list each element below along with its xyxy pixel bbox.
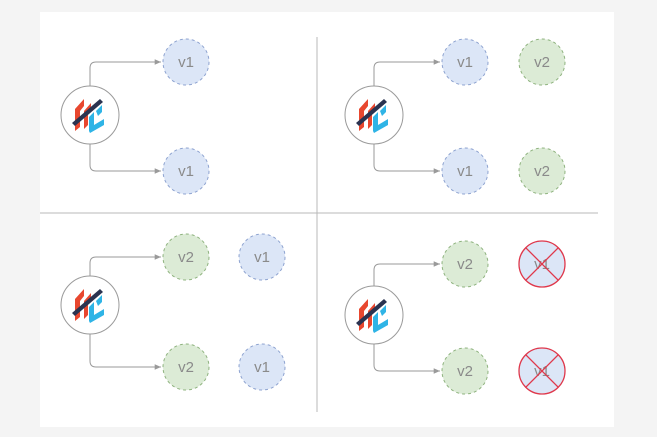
- router-logo-ring: [344, 85, 404, 145]
- service-node-v2: v2: [441, 347, 489, 395]
- cross-line: [524, 246, 560, 282]
- diagram-canvas: v1 v1 v1 v2 v1 v2 v2 v1 v2 v1 v2 v1 v2 v1: [40, 12, 614, 427]
- route-arrow: [89, 144, 161, 174]
- removed-ring: [518, 240, 566, 288]
- node-label: v1: [457, 54, 473, 71]
- service-node-v2: v2: [162, 233, 210, 281]
- node-label: v2: [178, 359, 194, 376]
- node-label: v1: [178, 54, 194, 71]
- router-logo-icon: [356, 299, 388, 333]
- service-node-v1: v1: [238, 233, 286, 281]
- service-node-v1: v1: [162, 147, 210, 195]
- route-arrow: [89, 59, 161, 86]
- service-node-v2: v2: [518, 38, 566, 86]
- node-label: v1: [457, 163, 473, 180]
- cross-line: [524, 353, 560, 389]
- route-arrow: [373, 261, 440, 286]
- node-label: v1: [254, 359, 270, 376]
- router-logo-icon: [72, 289, 104, 323]
- router-logo-icon: [72, 99, 104, 133]
- service-node-v1-removed: v1: [518, 347, 566, 395]
- node-label: v2: [534, 54, 550, 71]
- route-arrow: [89, 254, 161, 276]
- deployment-diagram: v1 v1 v1 v2 v1 v2 v2 v1 v2 v1 v2 v1 v2 v1: [40, 37, 598, 412]
- router-logo-ring: [344, 285, 404, 345]
- quadrant-bottom-left: v2 v1 v2 v1: [60, 233, 286, 391]
- node-label: v2: [178, 249, 194, 266]
- service-node-v1-removed: v1: [518, 240, 566, 288]
- node-label: v2: [457, 363, 473, 380]
- route-arrow: [373, 59, 440, 86]
- node-label: v2: [534, 163, 550, 180]
- node-label: v1: [254, 249, 270, 266]
- route-arrow: [373, 344, 440, 374]
- service-node-v1: v1: [441, 147, 489, 195]
- node-label: v1: [178, 163, 194, 180]
- route-arrow: [89, 334, 161, 370]
- quadrant-top-left: v1 v1: [60, 38, 210, 195]
- router-logo-ring: [60, 85, 120, 145]
- service-node-v1: v1: [441, 38, 489, 86]
- quadrant-bottom-right: v2 v1 v2 v1: [344, 240, 566, 395]
- router-logo-icon: [356, 99, 388, 133]
- service-node-v1: v1: [162, 38, 210, 86]
- service-node-v2: v2: [518, 147, 566, 195]
- route-arrow: [373, 144, 440, 174]
- node-label: v2: [457, 256, 473, 273]
- router-logo-ring: [60, 275, 120, 335]
- service-node-v2: v2: [441, 240, 489, 288]
- quadrant-top-right: v1 v2 v1 v2: [344, 38, 566, 195]
- service-node-v1: v1: [238, 343, 286, 391]
- removed-ring: [518, 347, 566, 395]
- service-node-v2: v2: [162, 343, 210, 391]
